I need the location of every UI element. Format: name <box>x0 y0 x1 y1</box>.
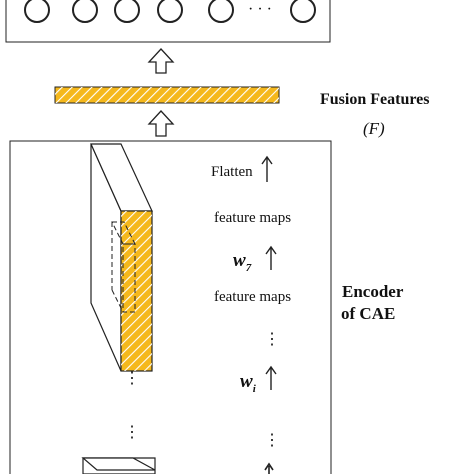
fusion-features-title: Fusion Features <box>320 91 429 108</box>
up-arrow-icon <box>265 245 277 270</box>
up-arrow-icon <box>147 110 175 137</box>
up-arrow-icon <box>264 462 274 474</box>
fusion-feature-bar <box>54 86 280 104</box>
neuron-1 <box>24 0 50 23</box>
feature-map-block <box>90 143 153 372</box>
encoder-label-line1: Encoder <box>342 282 404 301</box>
output-layer-box <box>5 0 331 43</box>
flatten-label: Flatten <box>211 164 253 180</box>
neuron-4 <box>157 0 183 23</box>
feature-maps-label-1: feature maps <box>214 210 291 226</box>
neuron-5 <box>208 0 234 23</box>
left-vdots-2: ⋮ <box>124 424 140 441</box>
weight-w7: w7 <box>233 250 252 274</box>
left-vdots-1: ⋮ <box>124 370 140 387</box>
output-layer: · · · <box>5 0 331 43</box>
feature-maps-label-2: feature maps <box>214 289 291 305</box>
neuron-2 <box>72 0 98 23</box>
fusion-features-symbol: (F) <box>363 119 385 138</box>
encoder-box <box>9 140 332 474</box>
neuron-last <box>290 0 316 23</box>
right-vdots-2: ⋮ <box>264 432 280 449</box>
neuron-3 <box>114 0 140 23</box>
encoder-label-line2: of CAE <box>341 304 395 323</box>
up-arrow-icon <box>261 155 273 182</box>
right-vdots-1: ⋮ <box>264 331 280 348</box>
weight-wi: wi <box>240 371 257 395</box>
up-arrow-icon <box>265 365 277 390</box>
up-arrow-icon <box>147 48 175 74</box>
small-feature-block <box>81 457 156 474</box>
neuron-ellipsis: · · · <box>248 1 272 18</box>
